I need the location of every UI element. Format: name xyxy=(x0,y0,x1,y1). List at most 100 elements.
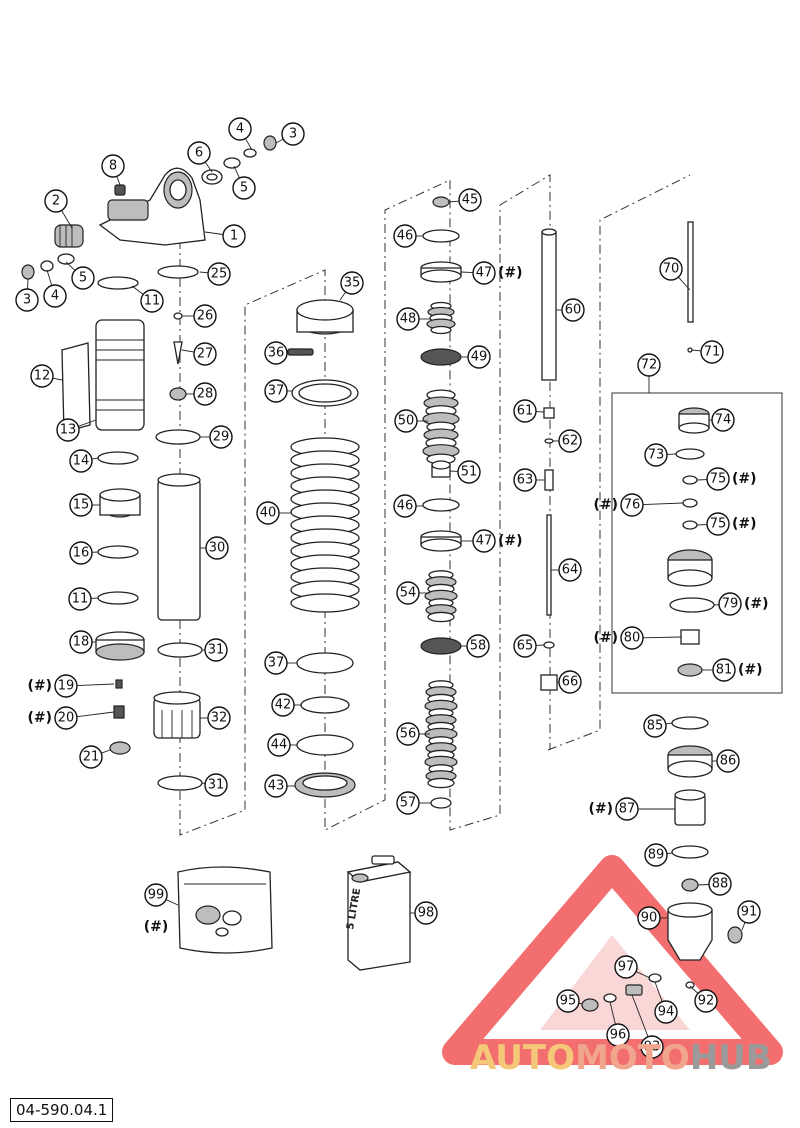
callout-leader xyxy=(631,994,649,1037)
callout-number: 4 xyxy=(236,122,244,137)
callout-number: 80 xyxy=(624,631,641,646)
callout-circle xyxy=(256,501,280,525)
callout-circle xyxy=(264,651,288,675)
callout-48: 48 xyxy=(396,307,430,331)
callout-leader xyxy=(204,161,213,173)
callout-number: 88 xyxy=(712,877,729,892)
callout-leader xyxy=(199,271,209,274)
callout-circle xyxy=(54,674,78,698)
callout-circle xyxy=(606,1023,630,1047)
callout-36: 36 xyxy=(264,341,289,365)
callout-29: 29 xyxy=(200,425,233,449)
callout-circle xyxy=(637,353,661,377)
callout-leader xyxy=(697,884,710,886)
callout-circle xyxy=(614,955,638,979)
callout-95: 95 xyxy=(556,989,583,1013)
callout-circle xyxy=(396,581,420,605)
callout-circle xyxy=(267,733,291,757)
callout-87: 87(#) xyxy=(588,797,675,821)
callout-86: 86 xyxy=(712,749,740,773)
callout-circle xyxy=(187,141,211,165)
callout-circle xyxy=(706,467,730,491)
callout-number: 81 xyxy=(716,663,733,678)
callout-leader xyxy=(665,722,673,725)
callout-leader xyxy=(65,261,76,271)
callout-circle xyxy=(193,342,217,366)
callout-73: 73 xyxy=(644,443,677,467)
callout-number: 60 xyxy=(565,303,582,318)
callout-number: 37 xyxy=(268,384,285,399)
callout-number: 14 xyxy=(73,454,90,469)
callout-circle xyxy=(644,443,668,467)
callout-51: 51 xyxy=(449,460,481,484)
callout-number: 98 xyxy=(418,906,435,921)
callout-number: 47 xyxy=(476,266,493,281)
callout-hash-mark: (#) xyxy=(744,596,769,612)
callout-92: 92 xyxy=(689,985,718,1013)
callout-number: 26 xyxy=(197,309,214,324)
callout-number: 11 xyxy=(144,294,161,309)
callout-leader xyxy=(448,200,460,203)
callout-89: 89 xyxy=(644,843,673,867)
callout-circle xyxy=(232,176,256,200)
callout-circle xyxy=(140,289,164,313)
callout-circle xyxy=(204,773,228,797)
callout-leader xyxy=(233,165,240,179)
callout-58: 58 xyxy=(461,634,490,658)
callout-circle xyxy=(396,791,420,815)
callout-49: 49 xyxy=(461,345,491,369)
callout-63: 63 xyxy=(513,468,545,492)
callout-16: 16 xyxy=(69,541,99,565)
callout-75a: 75(#) xyxy=(696,467,757,491)
callout-circle xyxy=(71,266,95,290)
callout-circle xyxy=(264,379,288,403)
callout-circle xyxy=(718,592,742,616)
callout-circle xyxy=(69,449,93,473)
callout-31b: 31 xyxy=(201,773,228,797)
callout-97: 97 xyxy=(614,955,651,979)
callout-number: 92 xyxy=(698,994,715,1009)
callout-circle xyxy=(69,630,93,654)
callout-circle xyxy=(708,872,732,896)
callout-leader xyxy=(460,271,474,273)
callout-number: 90 xyxy=(641,911,658,926)
callout-number: 66 xyxy=(562,675,579,690)
callout-number: 46 xyxy=(397,229,414,244)
callout-circle xyxy=(472,261,496,285)
callout-circle xyxy=(205,536,229,560)
callout-circle xyxy=(620,626,644,650)
callout-number: 20 xyxy=(58,711,75,726)
shim-washer xyxy=(430,325,452,335)
callout-number: 6 xyxy=(195,146,203,161)
callout-54: 54 xyxy=(396,581,430,605)
callout-2: 2 xyxy=(44,189,73,229)
callout-leader xyxy=(642,636,682,639)
callout-46a: 46 xyxy=(393,224,423,248)
callout-26: 26 xyxy=(182,304,217,328)
column-3-parts xyxy=(420,196,462,809)
callout-number: 2 xyxy=(52,194,60,209)
callout-leader xyxy=(654,981,663,1002)
callout-number: 3 xyxy=(289,127,297,142)
callout-number: 30 xyxy=(209,541,226,556)
shim-washer xyxy=(427,777,455,789)
callout-leader xyxy=(165,899,179,906)
callout-leader xyxy=(642,502,684,506)
callout-number: 64 xyxy=(562,563,579,578)
callout-circle xyxy=(207,706,231,730)
callout-number: 89 xyxy=(648,848,665,863)
callout-number: 29 xyxy=(213,430,230,445)
callout-number: 37 xyxy=(268,656,285,671)
callout-50: 50 xyxy=(394,409,428,433)
shim-stack-54 xyxy=(424,570,458,623)
callout-number: 45 xyxy=(462,193,479,208)
callout-circle xyxy=(54,706,78,730)
callout-circle xyxy=(43,284,67,308)
callout-number: 56 xyxy=(400,727,417,742)
callout-number: 91 xyxy=(741,905,758,920)
callout-circle xyxy=(737,900,761,924)
callout-number: 28 xyxy=(197,387,214,402)
kit-group-box xyxy=(611,392,783,694)
callout-74: 74 xyxy=(709,408,735,432)
callout-14: 14 xyxy=(69,449,99,473)
